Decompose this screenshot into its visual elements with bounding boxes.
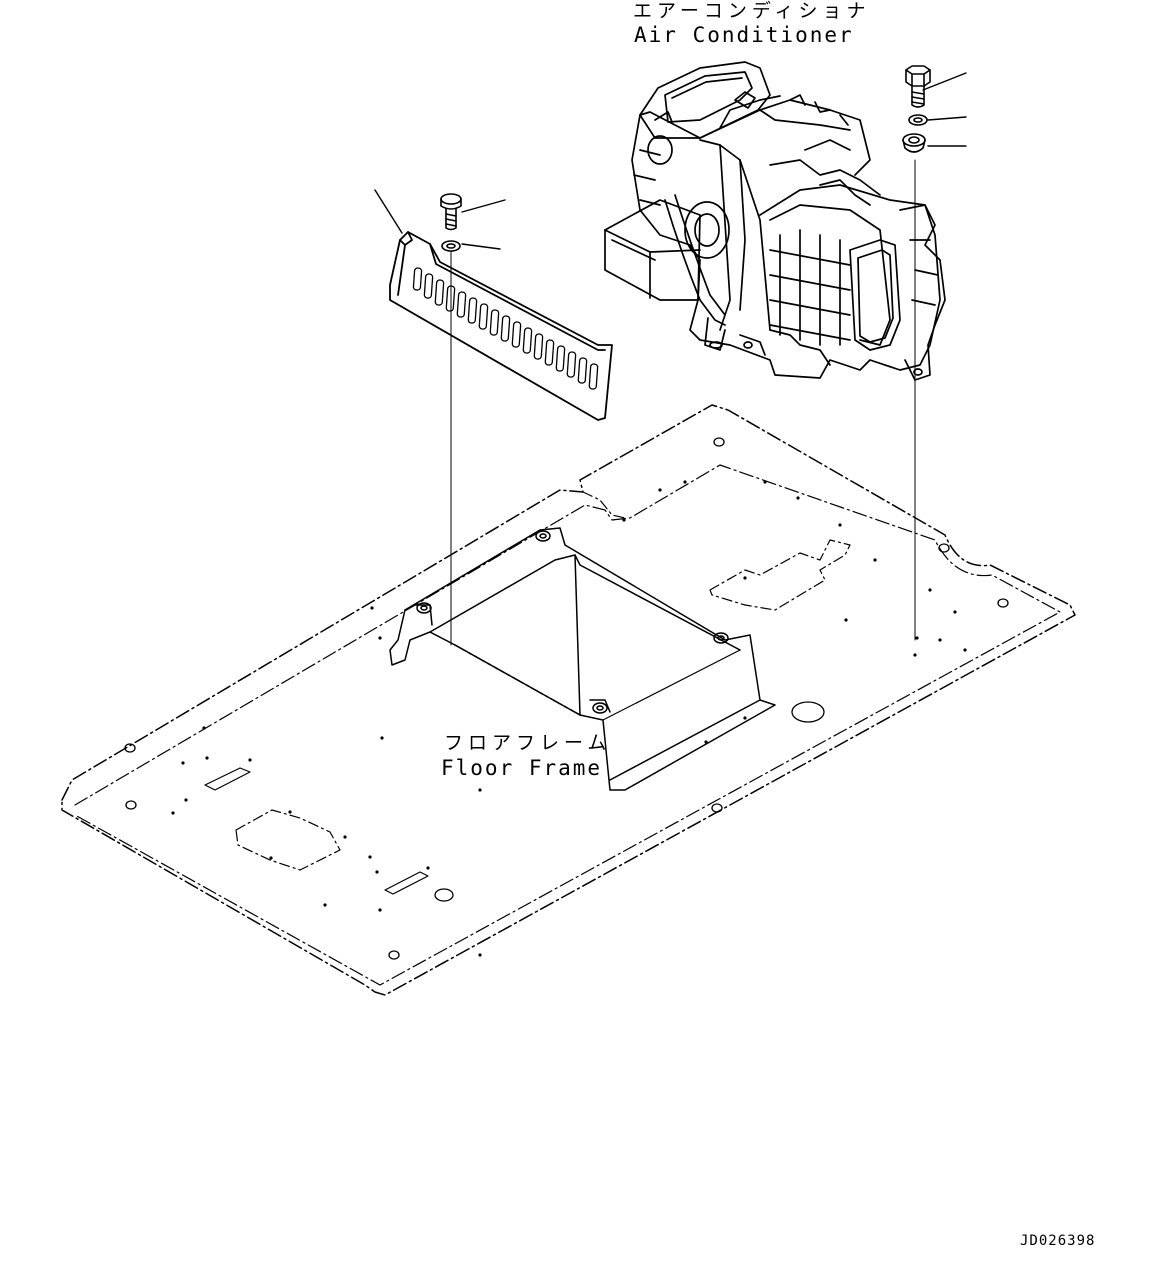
seat-mount-platform: [389, 527, 776, 791]
floor-cutout-right: [709, 539, 851, 611]
callout-leaders: [374, 72, 967, 250]
panel-bolt: [440, 193, 462, 231]
floor-frame-inner-line: [74, 464, 1061, 986]
floor-holes: [124, 437, 1009, 960]
floor-slot-1: [204, 767, 251, 791]
air-conditioner-label-en: Air Conditioner: [634, 23, 854, 47]
air-conditioner-label-jp: エアーコンディショナ: [633, 0, 871, 22]
panel-washer: [441, 240, 461, 252]
duct-cover-panel: [389, 231, 613, 421]
assembly-lines: [450, 159, 916, 646]
floor-frame-label-en: Floor Frame: [441, 756, 603, 780]
floor-frame-outline: [61, 404, 1076, 996]
floor-frame-notch: [582, 491, 626, 519]
ac-lock-washer: [908, 114, 928, 126]
ac-flange-washer: [902, 133, 926, 153]
air-conditioner-unit: [604, 61, 946, 381]
ac-bolt: [905, 65, 931, 108]
floor-frame-label-jp: フロアフレーム: [444, 732, 612, 754]
floor-frame: [61, 404, 1076, 996]
document-id: JD026398: [1020, 1233, 1096, 1249]
platform-mount-bosses: [416, 530, 729, 714]
floor-cutout-left: [235, 809, 341, 871]
floor-slot-2: [384, 871, 429, 895]
floor-small-holes: [171, 480, 967, 957]
